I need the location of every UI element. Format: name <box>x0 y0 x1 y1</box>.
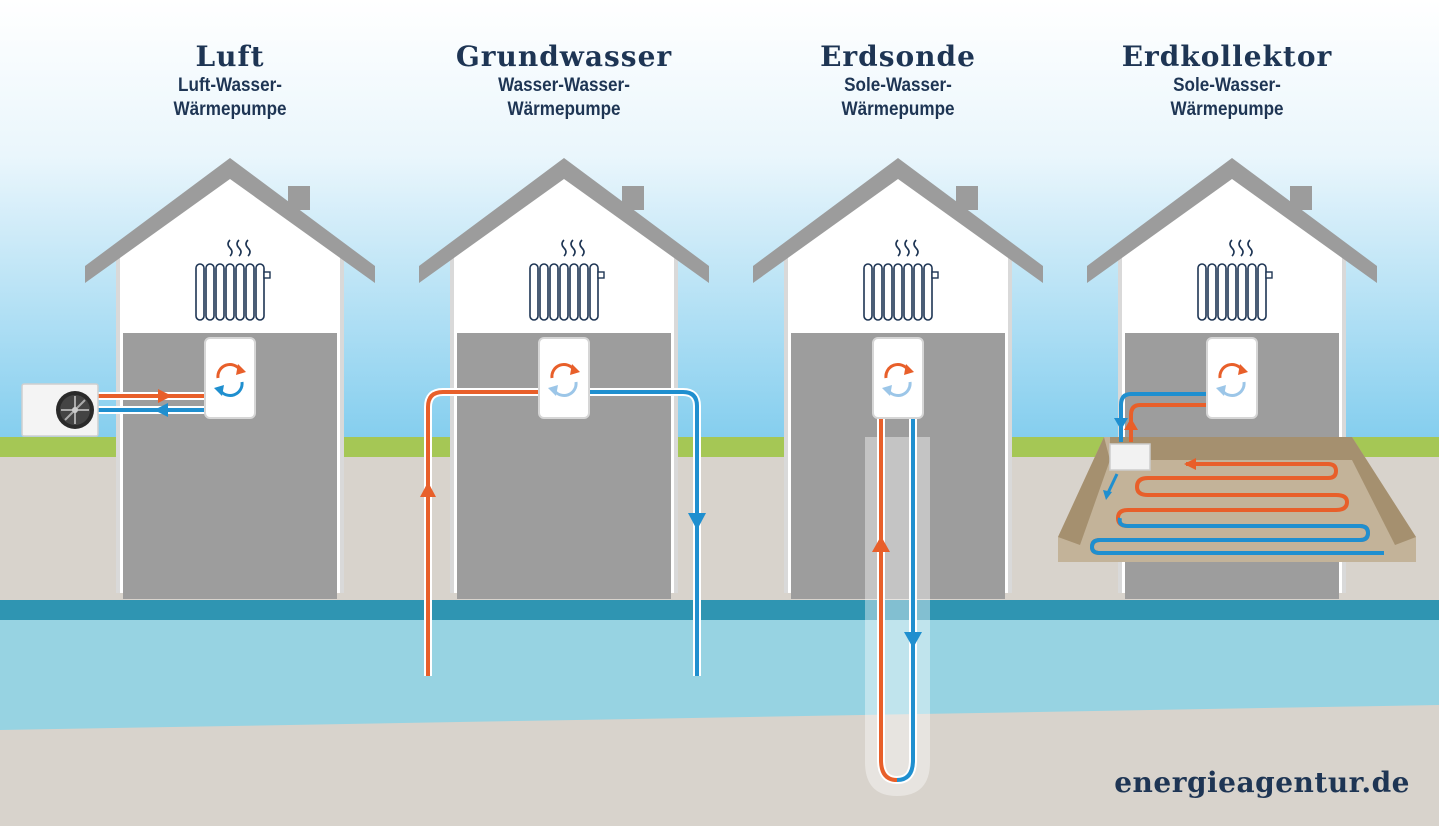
outdoor-unit <box>21 383 99 437</box>
erdsonde-borehole <box>865 418 930 796</box>
system-erdsonde: Erdsonde Sole-Wasser- Wärmepumpe <box>768 40 1028 122</box>
heat-pump-icon <box>538 337 590 419</box>
brand-url: energieagentur.de <box>1114 766 1410 799</box>
erdkollektor-field <box>1058 392 1416 562</box>
system-grundwasser: Grundwasser Wasser-Wasser- Wärmepumpe <box>434 40 694 122</box>
system-subtitle-line2: Wärmepumpe <box>507 99 621 120</box>
system-subtitle-line1: Sole-Wasser- <box>844 75 952 96</box>
system-title: Erdkollektor <box>1121 40 1333 73</box>
system-subtitle-line2: Wärmepumpe <box>841 99 955 120</box>
system-subtitle-line2: Wärmepumpe <box>1170 99 1284 120</box>
system-luft: Luft Luft-Wasser- Wärmepumpe <box>100 40 360 122</box>
heat-pump-icon <box>204 337 256 419</box>
system-subtitle-line1: Luft-Wasser- <box>178 75 282 96</box>
luft-pipes <box>98 389 205 417</box>
system-subtitle-line2: Wärmepumpe <box>173 99 287 120</box>
grundwasser-pipes <box>420 388 706 676</box>
heat-pump-icon <box>1206 337 1258 419</box>
system-title: Luft <box>195 40 265 73</box>
fan-icon <box>56 391 94 429</box>
heat-pump-icon <box>872 337 924 419</box>
system-erdkollektor: Erdkollektor Sole-Wasser- Wärmepumpe <box>1097 40 1357 122</box>
system-subtitle-line1: Sole-Wasser- <box>1173 75 1281 96</box>
system-subtitle-line1: Wasser-Wasser- <box>498 75 630 96</box>
system-title: Grundwasser <box>455 40 673 73</box>
system-title: Erdsonde <box>820 40 976 73</box>
